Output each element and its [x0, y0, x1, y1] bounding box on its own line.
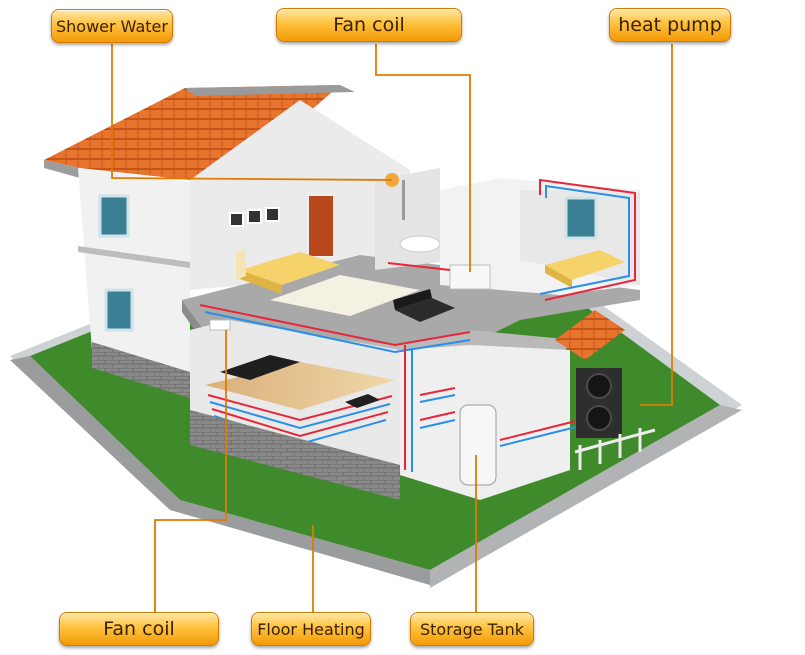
label-storage-tank: Storage Tank [410, 612, 534, 646]
window-upper [98, 194, 130, 238]
label-heat-pump: heat pump [609, 8, 731, 42]
door [307, 194, 335, 258]
pipework [199, 178, 636, 472]
fan-icon [586, 405, 612, 431]
window-lower [104, 288, 134, 332]
heat-pump-area [555, 310, 656, 470]
right-bedroom [440, 178, 640, 295]
left-wing [44, 85, 410, 398]
label-shower-water: Shower Water [51, 9, 173, 43]
label-fan-coil-top: Fan coil [276, 8, 462, 42]
bathroom [375, 168, 441, 270]
fan-icon [586, 373, 612, 399]
label-fan-coil-bottom: Fan coil [59, 612, 219, 646]
equipment-room [400, 345, 581, 500]
living-room [190, 319, 400, 500]
fan-coil-lower-unit [209, 319, 231, 331]
label-floor-heating: Floor Heating [251, 612, 371, 646]
leader-lines [111, 44, 673, 612]
storage-tank-unit [459, 404, 497, 486]
